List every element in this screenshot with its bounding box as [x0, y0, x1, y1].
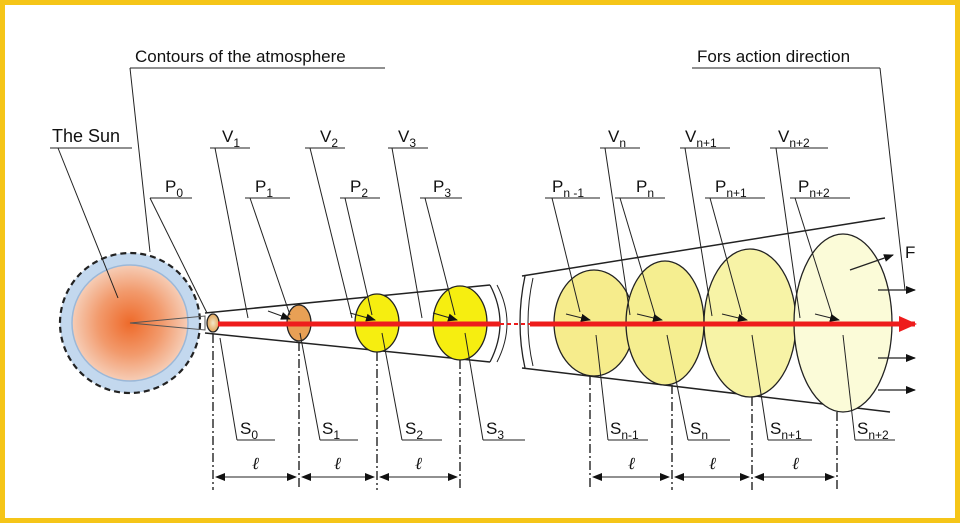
label-sn-1: Sn-1	[610, 419, 639, 442]
label-vn+2: Vn+2	[778, 127, 810, 150]
label-p2: P2	[350, 177, 368, 200]
label-pn: Pn	[636, 177, 654, 200]
label-s0: S0	[240, 419, 258, 442]
leader-lines	[50, 67, 906, 441]
force-arrows	[849, 254, 916, 394]
sun-label: The Sun	[52, 126, 120, 146]
ell-label-5: ℓ	[709, 454, 716, 473]
ell-label-1: ℓ	[252, 454, 259, 473]
force-label: F	[905, 243, 915, 262]
label-s2: S2	[405, 419, 423, 442]
label-pn-1: Pn -1	[552, 177, 584, 200]
label-sn: Sn	[690, 419, 708, 442]
label-pn+1: Pn+1	[715, 177, 747, 200]
label-v2: V2	[320, 127, 338, 150]
label-vn+1: Vn+1	[685, 127, 717, 150]
label-p1: P1	[255, 177, 273, 200]
ell-label-6: ℓ	[792, 454, 799, 473]
label-vn: Vn	[608, 127, 626, 150]
label-p0: P0	[165, 177, 183, 200]
sun	[58, 251, 206, 395]
label-s1: S1	[322, 419, 340, 442]
label-pn+2: Pn+2	[798, 177, 830, 200]
label-s3: S3	[486, 419, 504, 442]
label-sn+2: Sn+2	[857, 419, 889, 442]
force-direction-label: Fors action direction	[697, 47, 850, 66]
ell-label-2: ℓ	[334, 454, 341, 473]
ell-label-4: ℓ	[628, 454, 635, 473]
label-v1: V1	[222, 127, 240, 150]
label-p3: P3	[433, 177, 451, 200]
atmosphere-label: Contours of the atmosphere	[135, 47, 346, 66]
volume-0	[206, 313, 220, 333]
centre-lines	[212, 334, 838, 490]
ell-label-3: ℓ	[415, 454, 422, 473]
pressure-arrows	[267, 310, 840, 322]
label-v3: V3	[398, 127, 416, 150]
label-sn+1: Sn+1	[770, 419, 802, 442]
